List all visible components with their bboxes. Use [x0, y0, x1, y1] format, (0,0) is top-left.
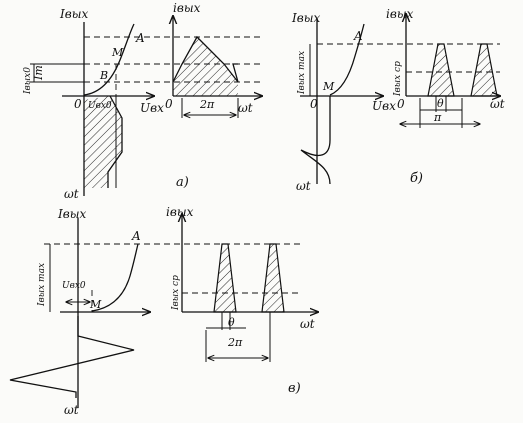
panel-c-input-wave — [9, 316, 135, 398]
panel-a-iout0-label: Iвых0 — [23, 67, 33, 95]
panel-a-im-label: Im — [32, 65, 45, 81]
panel-c-point-m-label: M — [89, 298, 102, 311]
panel-c-caption: в) — [288, 381, 301, 396]
panel-b-omega-t-label: ωt — [490, 97, 505, 111]
panel-b-iout-label: Iвых — [291, 11, 320, 25]
panel-b-zero-label: 0 — [310, 97, 318, 111]
panel-a-input-wave — [107, 95, 123, 188]
panel-b-imax-label: Iвых max — [297, 51, 307, 95]
panel-b: Iвых iвых Iвых max Iвых ср 0 0 Uвх A M θ… — [291, 7, 505, 193]
panel-a-point-m-label: M — [111, 46, 124, 59]
panel-a-iout-label: Iвых — [59, 7, 88, 21]
panel-c-point-a-label: A — [131, 229, 141, 243]
panel-c-theta-label: θ — [228, 316, 235, 329]
panel-c: Iвых iвых Iвых max Iвых ср Uвх0 A M θ 2π… — [9, 205, 318, 417]
panel-a-iout-lower-label: iвых — [173, 1, 201, 15]
panel-c-two-pi-label: 2π — [227, 336, 243, 349]
panel-c-iavg-label: Iвых ср — [171, 275, 181, 311]
panel-b-point-m-label: M — [322, 80, 335, 93]
panel-c-iout-lower-label: iвых — [166, 205, 194, 219]
panel-a-ubx0-label: Uвх0 — [88, 101, 112, 111]
panel-a-point-a-label: A — [135, 31, 145, 45]
panel-b-point-a-label: A — [353, 29, 363, 43]
panel-c-ubx0-label: Uвх0 — [62, 281, 86, 291]
panel-a: Iвых iвых Iвых0 Im Uвх0 Uвх 0 0 A M B 2π… — [23, 1, 262, 201]
panel-b-iout-lower-label: iвых — [386, 7, 414, 21]
panel-a-ubx-label: Uвх — [140, 101, 164, 115]
panel-c-omega-t-label: ωt — [300, 317, 315, 331]
panel-b-pi-label: π — [433, 111, 442, 124]
panel-a-output-wave — [172, 35, 239, 83]
panel-b-input-wave — [300, 96, 331, 185]
panel-a-omega-t-label: ωt — [238, 101, 253, 115]
panel-b-theta-label: θ — [437, 97, 444, 110]
panel-b-ubx-label: Uвх — [372, 99, 396, 113]
panel-b-omega-t-vertical-label: ωt — [296, 179, 311, 193]
panel-b-caption: б) — [410, 171, 423, 186]
panel-a-point-b-label: B — [99, 69, 108, 82]
panel-c-pulse-1 — [213, 243, 237, 313]
panel-b-iavg-label: Iвых ср — [393, 61, 403, 97]
panel-b-zero-output-label: 0 — [397, 97, 405, 111]
panel-b-pulse-1 — [427, 43, 455, 97]
panel-b-transfer-curve — [329, 23, 365, 96]
panel-b-pulse-2 — [470, 43, 498, 97]
panel-c-pulse-2 — [261, 243, 285, 313]
panel-c-imax-label: Iвых max — [37, 263, 47, 307]
panel-a-omega-t-vertical-label: ωt — [64, 187, 79, 201]
panel-c-iout-label: Iвых — [57, 207, 86, 221]
panel-a-two-pi-label: 2π — [199, 98, 215, 111]
panel-a-transfer-curve — [83, 23, 135, 96]
panel-c-omega-t-vertical-label: ωt — [64, 403, 79, 417]
panel-a-caption: а) — [176, 175, 189, 190]
panel-a-zero-output-label: 0 — [165, 97, 173, 111]
panel-c-transfer-curve — [91, 243, 139, 312]
panel-a-zero-label: 0 — [74, 97, 82, 111]
